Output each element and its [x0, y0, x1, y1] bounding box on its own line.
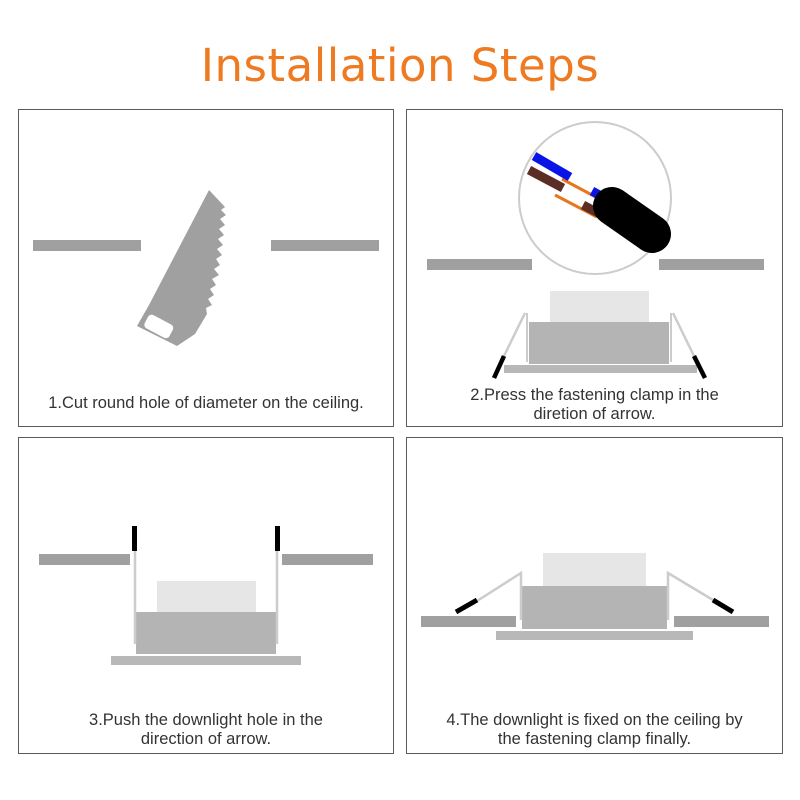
step-4-panel: 4.The downlight is fixed on the ceiling … [406, 437, 783, 754]
clamp-wire-left [502, 312, 527, 357]
ceiling-left [39, 554, 130, 565]
blue-wire-insulation [531, 152, 573, 181]
black-cable [593, 187, 671, 253]
clamp-tip-right [691, 354, 708, 380]
step-4-caption-line2: the fastening clamp finally. [497, 730, 692, 748]
light-trim [496, 631, 693, 640]
ceiling-right [271, 240, 379, 251]
clamp-tip-left [491, 355, 507, 379]
step-2-panel: 2.Press the fastening clamp in the diret… [406, 109, 783, 427]
clamp-wire-right [666, 570, 714, 620]
light-top [543, 553, 646, 586]
clamp-tip-right [711, 597, 735, 615]
step-1-panel: 1.Cut round hole of diameter on the ceil… [18, 109, 394, 427]
clamp-tip-left [454, 597, 479, 615]
step-4-caption-line1: 4.The downlight is fixed on the ceiling … [446, 711, 743, 729]
step-3-caption-line2: direction of arrow. [140, 730, 272, 748]
ceiling-left [421, 616, 516, 627]
ceiling-right [674, 616, 769, 627]
ceiling-right [659, 259, 764, 270]
light-body [529, 322, 669, 364]
step-1-caption: 1.Cut round hole of diameter on the ceil… [48, 394, 364, 412]
page-title: Installation Steps [200, 39, 600, 92]
step-1-illustration [33, 190, 379, 346]
step-2-caption-line2: diretion of arrow. [533, 405, 656, 423]
ceiling-left [33, 240, 141, 251]
clamp-wire-left [476, 570, 523, 620]
step-3-illustration [39, 526, 373, 665]
step-3-caption-line1: 3.Push the downlight hole in the [89, 711, 323, 729]
step-3-panel: 3.Push the downlight hole in the directi… [18, 437, 394, 754]
light-trim [111, 656, 301, 665]
clamp-tip-right [275, 526, 280, 551]
light-body [522, 586, 667, 629]
saw-icon [137, 190, 226, 346]
light-trim [504, 365, 697, 373]
step-4-illustration [421, 553, 769, 640]
brown-wire-insulation [526, 166, 566, 192]
step-2-illustration [427, 121, 764, 380]
light-top [550, 291, 649, 323]
light-body [136, 612, 276, 654]
light-top [157, 581, 256, 612]
ceiling-right [282, 554, 373, 565]
clamp-tip-left [132, 526, 137, 551]
wire-connection-magnifier [518, 121, 672, 275]
ceiling-left [427, 259, 532, 270]
clamp-wire-right [671, 312, 696, 357]
step-2-caption-line1: 2.Press the fastening clamp in the [470, 386, 719, 404]
